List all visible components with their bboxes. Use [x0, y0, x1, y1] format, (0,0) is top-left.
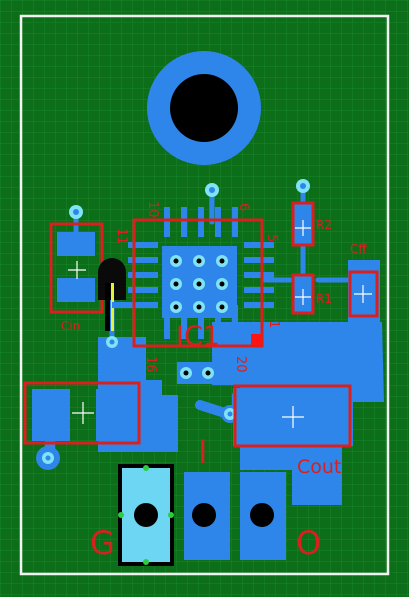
cin-label: Cin [61, 319, 80, 333]
via[interactable] [106, 336, 118, 348]
cout-label: Cout [297, 456, 341, 478]
ic-pin-16-label: 16 [143, 356, 158, 373]
capacitor-cff[interactable]: Cff [348, 242, 379, 318]
capacitor-input-bulk[interactable] [23, 381, 141, 445]
ic1-package[interactable]: IC1 10 6 11 5 1 16 20 [112, 201, 281, 373]
terminal-block[interactable]: G I O [90, 433, 321, 566]
capacitor-cout[interactable]: Cout [233, 384, 352, 478]
cff-label: Cff [350, 242, 367, 256]
ic-pin-10-label: 10 [145, 201, 160, 218]
terminal-o-label: O [296, 524, 321, 562]
ic-pin-1-label: 1 [266, 320, 281, 328]
ic-pin-5-label: 5 [264, 234, 279, 242]
mounting-hole[interactable] [147, 51, 261, 165]
terminal-g-hole[interactable] [134, 503, 158, 527]
r1-label: R1 [316, 292, 332, 306]
resistor-r1[interactable]: R1 [291, 273, 332, 315]
r2-label: R2 [316, 218, 332, 232]
capacitor-cin[interactable]: Cin [49, 222, 104, 333]
via[interactable] [69, 205, 83, 219]
board-outline [19, 14, 390, 576]
via-pair[interactable] [177, 362, 219, 384]
resistor-r2[interactable]: R2 [291, 201, 332, 247]
via[interactable] [296, 179, 310, 193]
ic-pin-11-label: 11 [114, 228, 129, 245]
terminal-i-label: I [198, 433, 207, 471]
ic-pin-20-label: 20 [233, 356, 248, 373]
terminal-g-label: G [90, 524, 115, 562]
ic1-designator: IC1 [176, 321, 220, 352]
via[interactable] [36, 446, 60, 470]
terminal-i-hole[interactable] [192, 503, 216, 527]
via[interactable] [205, 183, 219, 197]
terminal-o-hole[interactable] [250, 503, 274, 527]
thermal-vias [170, 255, 228, 313]
ic-pin-6-label: 6 [236, 203, 251, 211]
